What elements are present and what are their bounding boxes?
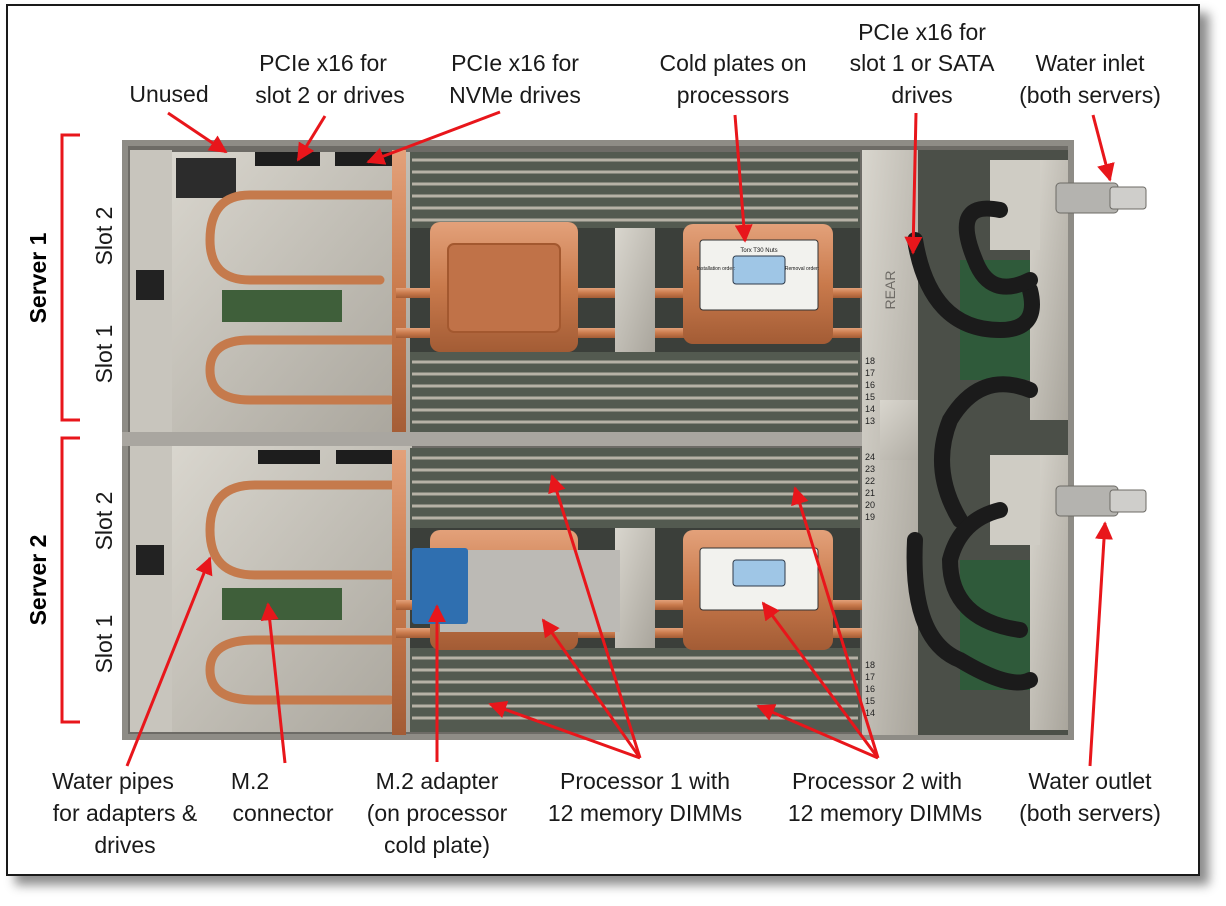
- m2-adapter-board: [412, 548, 468, 624]
- arrow-water-outlet: [1088, 521, 1113, 767]
- unused-label: Unused: [129, 81, 208, 107]
- processor1-label-line2: 12 memory DIMMs: [548, 800, 742, 826]
- dimms-server1-bottom: [410, 352, 860, 432]
- arrow-water-inlet: [1091, 114, 1115, 182]
- m2-adapter-label-line1: M.2 adapter: [376, 768, 499, 794]
- water-outlet-fitting: [1055, 485, 1147, 517]
- arrow-m2-connector: [260, 602, 287, 764]
- svg-text:15: 15: [865, 696, 875, 706]
- svg-text:Torx T30 Nuts: Torx T30 Nuts: [740, 248, 777, 254]
- svg-text:16: 16: [865, 380, 875, 390]
- m2-adapter-label-line3: cold plate): [384, 832, 490, 858]
- svg-text:REAR: REAR: [882, 271, 898, 310]
- processor1-label-line1: Processor 1 with: [560, 768, 730, 794]
- water-inlet-label-line2: (both servers): [1019, 82, 1161, 108]
- svg-text:14: 14: [865, 404, 875, 414]
- dimms-server1-top: [410, 152, 860, 228]
- arrow-processor2-dimms-bottom: [756, 704, 879, 760]
- svg-text:17: 17: [865, 672, 875, 682]
- arrow-pcie-slot2: [296, 115, 327, 162]
- processor2-label-line2: 12 memory DIMMs: [788, 800, 982, 826]
- slot2-bottom-label: Slot 2: [91, 492, 117, 551]
- water-pipes-label-line2: for adapters &: [53, 800, 197, 826]
- svg-text:17: 17: [865, 368, 875, 378]
- svg-text:24: 24: [865, 452, 875, 462]
- pcie-nvme-label-line1: PCIe x16 for: [451, 50, 579, 76]
- arrow-processor2-dimms-top: [791, 486, 880, 759]
- pcie-slot1-label-line1: PCIe x16 for: [858, 19, 986, 45]
- water-outlet-label-line2: (both servers): [1019, 800, 1161, 826]
- pcie-slot1-label-line2: slot 1 or SATA: [850, 50, 996, 76]
- svg-text:Installation order:: Installation order:: [697, 266, 735, 272]
- svg-text:14: 14: [865, 708, 875, 718]
- svg-text:Removal order:: Removal order:: [785, 266, 819, 272]
- arrow-pcie-nvme: [366, 110, 501, 165]
- m2-board-server2: [222, 588, 342, 620]
- svg-text:16: 16: [865, 684, 875, 694]
- arrow-processor1-dimms-top: [548, 474, 642, 759]
- svg-text:22: 22: [865, 476, 875, 486]
- pcie-slot2-label-line2: slot 2 or drives: [255, 82, 405, 108]
- callout-arrows: [125, 110, 1115, 767]
- server2-bracket: [60, 436, 80, 724]
- server-photo: Torx T30 Nuts Installation order: Remova…: [122, 140, 1147, 740]
- processor2-label-line1: Processor 2 with: [792, 768, 962, 794]
- arrow-unused: [167, 111, 228, 154]
- svg-text:23: 23: [865, 464, 875, 474]
- dimms-server2-top: [410, 448, 860, 528]
- slot2-top-label: Slot 2: [91, 207, 117, 266]
- slot1-top-label: Slot 1: [91, 325, 117, 384]
- rear-numbers: 18 17 16 15 14 13 24 23 22 21 20 19 18 1…: [865, 356, 875, 718]
- water-inlet-fitting: [1055, 182, 1147, 214]
- svg-text:18: 18: [865, 356, 875, 366]
- water-inlet-label-line1: Water inlet: [1035, 50, 1145, 76]
- m2-adapter-label-line2: (on processor: [367, 800, 508, 826]
- m2-connector-label-line1: M.2: [231, 768, 269, 794]
- slot1-bottom-label: Slot 1: [91, 615, 117, 674]
- svg-text:13: 13: [865, 416, 875, 426]
- pcie-nvme-label-line2: NVMe drives: [449, 82, 581, 108]
- svg-text:21: 21: [865, 488, 875, 498]
- water-outlet-label-line1: Water outlet: [1028, 768, 1152, 794]
- svg-text:20: 20: [865, 500, 875, 510]
- arrow-water-pipes: [125, 556, 213, 767]
- m2-connector-label-line2: connector: [232, 800, 333, 826]
- svg-text:19: 19: [865, 512, 875, 522]
- pcie-slot2-label-line1: PCIe x16 for: [259, 50, 387, 76]
- arrow-pcie-slot1: [904, 112, 923, 255]
- cold-plates-label-line1: Cold plates on: [659, 50, 806, 76]
- server1-bracket: [60, 133, 80, 422]
- arrow-processor1-cpu: [541, 618, 642, 759]
- pcie-slot1-label-line3: drives: [891, 82, 952, 108]
- svg-text:18: 18: [865, 660, 875, 670]
- arrow-processor2-cpu: [761, 601, 880, 759]
- cold-plates-label-line2: processors: [677, 82, 789, 108]
- water-pipes-label-line3: drives: [94, 832, 155, 858]
- arrow-processor1-dimms-bottom: [488, 701, 641, 760]
- svg-text:15: 15: [865, 392, 875, 402]
- coldplate-tag-top: Torx T30 Nuts Installation order: Remova…: [697, 239, 819, 311]
- server2-label: Server 2: [25, 535, 51, 626]
- m2-adapter-plate: [440, 550, 620, 632]
- water-pipes-label-line1: Water pipes: [52, 768, 174, 794]
- server1-label: Server 1: [25, 232, 51, 323]
- m2-board-server1: [222, 290, 342, 322]
- arrow-cold-plates: [733, 114, 753, 243]
- coldplate-tag-bottom: [699, 547, 819, 611]
